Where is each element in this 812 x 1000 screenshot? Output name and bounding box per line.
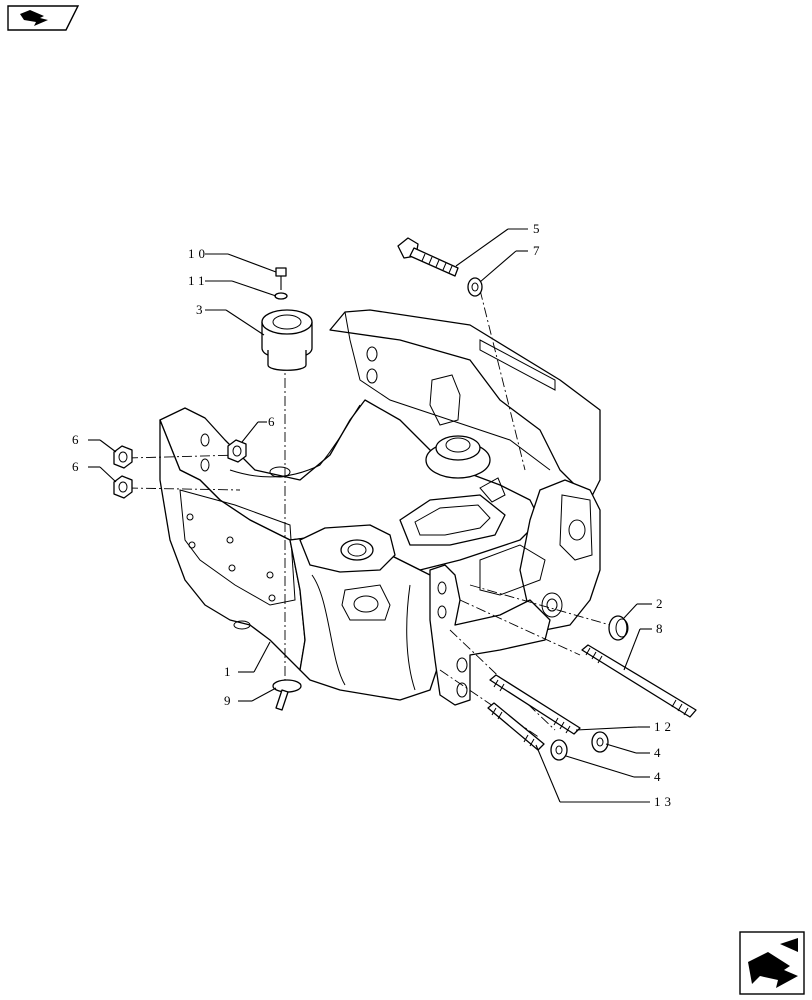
nut-part-6-left-b bbox=[113, 475, 133, 499]
next-page-arrow-icon[interactable] bbox=[739, 931, 805, 995]
plug-part-9 bbox=[272, 679, 302, 711]
callout-4-b: 4 bbox=[654, 769, 665, 784]
callout-12: 12 bbox=[654, 719, 675, 734]
bushing-part-3 bbox=[261, 309, 313, 371]
stud-part-13 bbox=[487, 702, 545, 751]
callout-5: 5 bbox=[533, 221, 544, 236]
callout-labels: 10 11 3 6 6 6 5 7 2 8 1 9 12 4 4 13 bbox=[72, 221, 675, 809]
bolt-part-10 bbox=[275, 267, 287, 290]
bolt-part-5 bbox=[397, 237, 459, 277]
washer-part-7 bbox=[467, 277, 483, 297]
callout-11: 11 bbox=[188, 273, 209, 288]
washer-part-11 bbox=[274, 292, 288, 300]
stud-part-8 bbox=[581, 644, 697, 718]
callout-6-left-b: 6 bbox=[72, 459, 83, 474]
center-lines bbox=[127, 289, 611, 739]
callout-6-upper: 6 bbox=[268, 414, 279, 429]
nut-part-6-upper bbox=[227, 439, 247, 463]
washer-part-4-b bbox=[550, 739, 568, 761]
stud-part-12 bbox=[489, 674, 581, 735]
callout-1: 1 bbox=[224, 664, 235, 679]
washer-part-4-a bbox=[591, 731, 609, 753]
callout-2: 2 bbox=[656, 596, 667, 611]
callout-13: 13 bbox=[654, 794, 675, 809]
leader-lines bbox=[88, 228, 652, 803]
callout-10: 10 bbox=[188, 246, 209, 261]
previous-page-arrow-icon[interactable] bbox=[7, 5, 80, 31]
callout-9: 9 bbox=[224, 693, 235, 708]
callout-8: 8 bbox=[656, 621, 667, 636]
front-support-casting bbox=[159, 309, 601, 706]
callout-7: 7 bbox=[533, 243, 544, 258]
callout-4-a: 4 bbox=[654, 745, 665, 760]
callout-3: 3 bbox=[196, 302, 207, 317]
callout-6-left-a: 6 bbox=[72, 432, 83, 447]
ring-part-2 bbox=[608, 615, 629, 641]
nut-part-6-left-a bbox=[113, 445, 133, 469]
